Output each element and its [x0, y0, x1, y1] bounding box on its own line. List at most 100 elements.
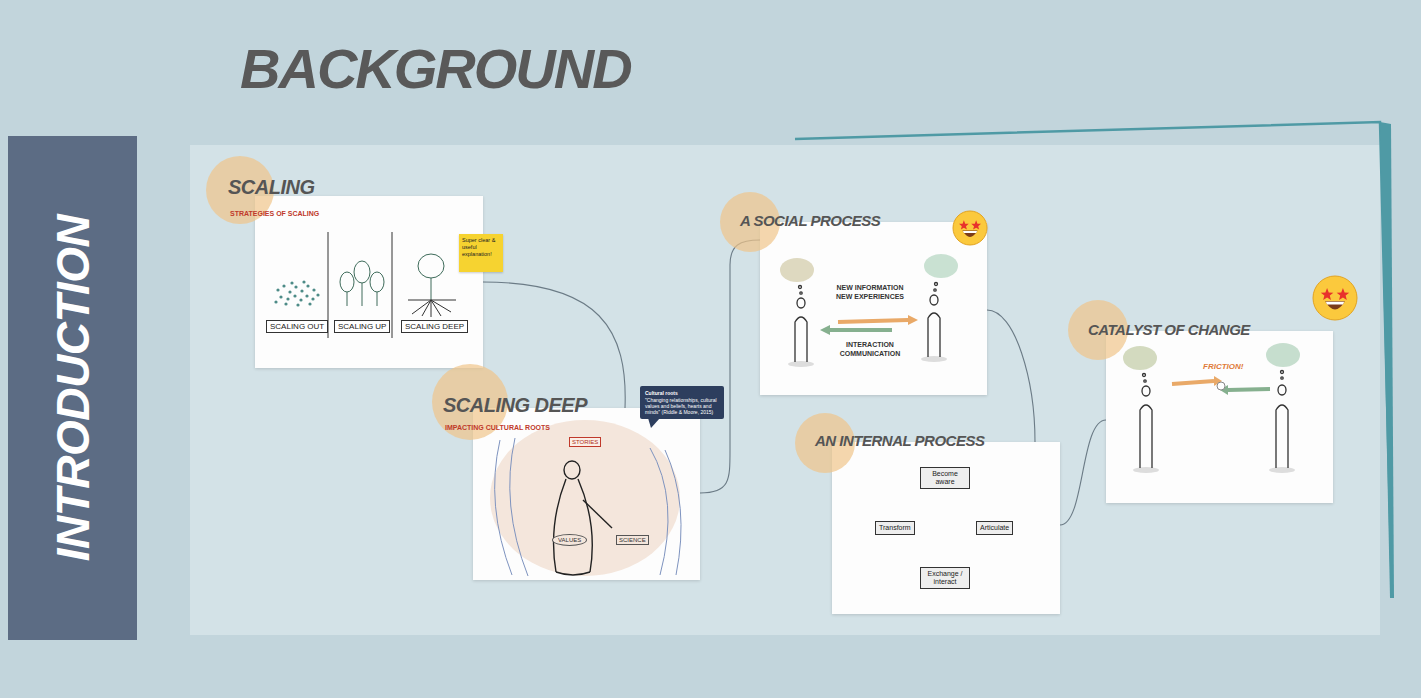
scaling-sketch: [340, 272, 354, 292]
node-text: STORIES: [572, 439, 598, 445]
concept-card: AN INTERNAL PROCESSBecome awareTransform…: [832, 442, 1060, 614]
concept-card: CATALYST OF CHANGEFRICTION!: [1106, 331, 1333, 503]
star-struck-emoji: [1313, 276, 1357, 320]
quote-callout: Cultural roots"Changing relationships, c…: [640, 386, 724, 419]
scaling-sketch: [370, 272, 384, 292]
node-text: SCALING DEEP: [405, 322, 464, 331]
flow-connector: [1060, 420, 1106, 525]
scaling-sketch: [340, 254, 456, 317]
cycle-step: Articulate: [976, 521, 1013, 535]
catalyst-sketch: [1269, 467, 1295, 473]
sketch-label: SCALING DEEP: [401, 320, 468, 333]
scaling-sketch: [296, 303, 299, 306]
scaling-deep-sketch: [578, 479, 592, 572]
scaling-sketch: [306, 284, 309, 287]
social-process-sketch: [795, 283, 940, 363]
catalyst-sketch: [1172, 381, 1214, 384]
node-text: SCALING UP: [338, 322, 386, 331]
scaling-deep-sketch: [554, 461, 612, 575]
card-subtitle: STRATEGIES OF SCALING: [230, 210, 319, 217]
catalyst-sketch: [1266, 343, 1300, 367]
scaling-deep-sketch: [495, 440, 512, 575]
sketch-caption: NEW INFORMATION NEW EXPERIENCES: [828, 283, 912, 301]
scaling-sketch: [299, 298, 302, 301]
scaling-sketch: [316, 293, 319, 296]
sketch-tag: VALUES: [552, 534, 587, 546]
scaling-sketch: [206, 156, 456, 338]
scaling-sketch: [279, 295, 282, 298]
flow-connector: [987, 310, 1035, 442]
scaling-deep-sketch: [510, 438, 528, 576]
catalyst-sketch: [1142, 386, 1150, 396]
star-struck-emoji: [1325, 301, 1345, 309]
scaling-deep-sketch: [556, 572, 590, 575]
social-process-sketch: [797, 298, 805, 308]
scaling-sketch: [308, 302, 311, 305]
node-text: SCALING OUT: [270, 322, 324, 331]
node-text: Articulate: [980, 524, 1009, 532]
social-process-sketch: [780, 258, 814, 282]
section-band: INTRODUCTION: [8, 136, 137, 640]
callout-tail: [648, 418, 662, 429]
social-process-sketch: [800, 292, 802, 294]
star-struck-emoji: [959, 220, 969, 229]
social-process-sketch: [838, 320, 908, 322]
callout-title: Cultural roots: [645, 390, 719, 396]
scaling-sketch: [293, 294, 296, 297]
social-process-sketch: [921, 356, 947, 362]
scaling-deep-sketch: [665, 450, 681, 575]
social-process-sketch: [908, 315, 918, 325]
catalyst-sketch: [1276, 405, 1288, 468]
social-process-sketch: [799, 286, 802, 289]
catalyst-sketch: [1133, 467, 1159, 473]
sketch-caption: FRICTION!: [1203, 362, 1243, 371]
concept-card: SCALING DEEPIMPACTING CULTURAL ROOTSSTOR…: [473, 408, 700, 580]
node-text: VALUES: [558, 537, 581, 543]
scaling-sketch: [392, 232, 393, 338]
social-process-sketch: [924, 254, 958, 278]
scaling-sketch: [311, 297, 314, 300]
concept-card: A SOCIAL PROCESSNEW INFORMATION NEW EXPE…: [760, 222, 987, 395]
cycle-step: Become aware: [920, 467, 970, 489]
catalyst-sketch: [1143, 374, 1146, 377]
social-process-sketch: [720, 192, 987, 367]
star-struck-emoji: [1321, 288, 1334, 300]
catalyst-sketch: [1228, 389, 1270, 390]
sketch-label: SCALING UP: [334, 320, 390, 333]
catalyst-sketch: [1144, 380, 1146, 382]
social-process-sketch: [935, 283, 938, 286]
scaling-sketch: [274, 280, 319, 306]
catalyst-sketch: [1123, 346, 1157, 370]
star-struck-emoji: [1313, 276, 1357, 320]
scaling-sketch: [284, 302, 287, 305]
node-text: Transform: [879, 524, 911, 532]
catalyst-sketch: [1281, 377, 1283, 379]
scaling-sketch: [286, 297, 289, 300]
star-struck-emoji: [962, 231, 977, 237]
scaling-sketch: [300, 289, 303, 292]
node-text: Become aware: [924, 470, 966, 486]
card-subtitle: IMPACTING CULTURAL ROOTS: [445, 424, 550, 431]
scaling-sketch: [290, 281, 293, 284]
star-struck-emoji: [953, 211, 987, 245]
scaling-sketch: [418, 254, 444, 278]
catalyst-sketch: [1140, 405, 1152, 468]
sketch-tag: STORIES: [569, 437, 601, 447]
sketch-label: SCALING OUT: [266, 320, 328, 333]
star-struck-emoji: [1326, 302, 1344, 305]
slide-title: BACKGROUND: [240, 36, 631, 101]
scaling-sketch: [347, 292, 348, 306]
social-process-sketch: [928, 313, 940, 357]
scaling-sketch: [282, 284, 285, 287]
scaling-deep-sketch: [650, 448, 668, 575]
cycle-step: Transform: [875, 521, 915, 535]
catalyst-sketch: [1278, 385, 1286, 395]
star-struck-emoji: [971, 220, 981, 229]
flow-connector: [700, 240, 760, 493]
cycle-step: Exchange / interact: [920, 567, 970, 589]
social-process-sketch: [795, 317, 807, 362]
card-heading: CATALYST OF CHANGE: [1088, 321, 1250, 338]
card-heading: SCALING: [228, 176, 315, 199]
scaling-sketch: [354, 261, 370, 283]
